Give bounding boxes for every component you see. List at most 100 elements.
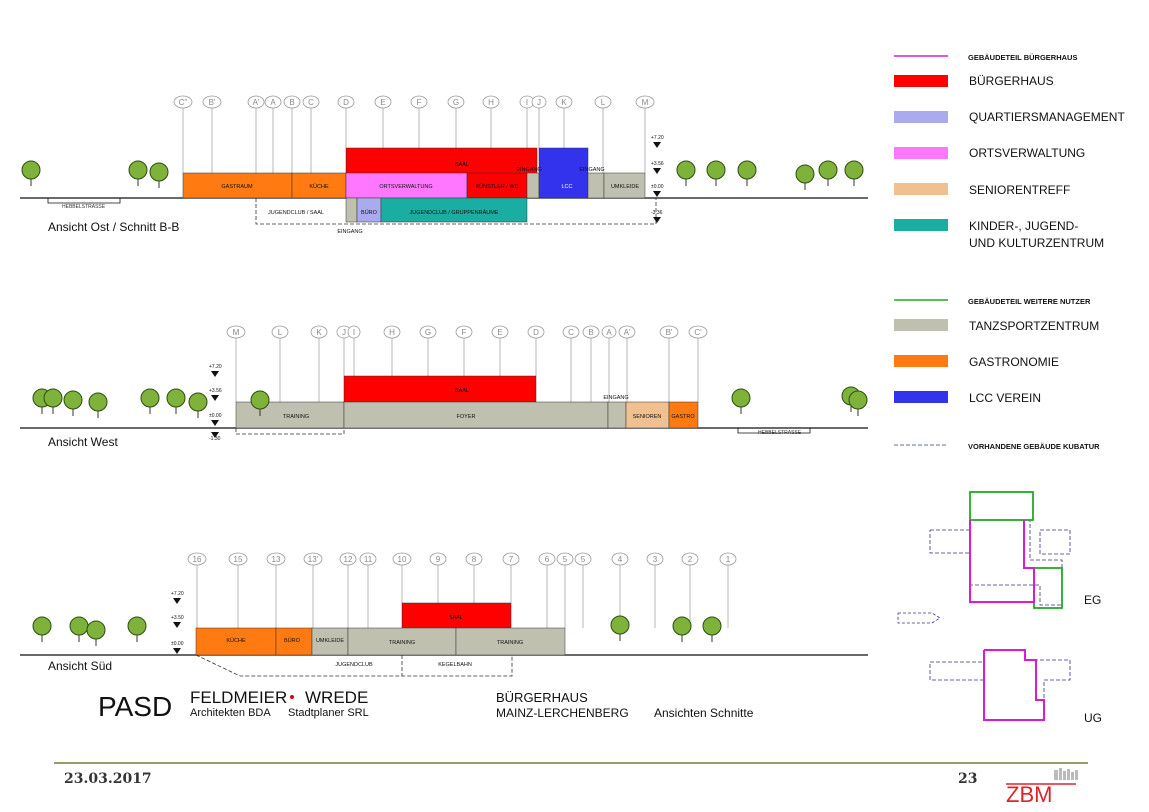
firm-sub-1: Architekten BDA	[190, 707, 271, 719]
plan-ug-magenta	[983, 649, 1045, 721]
block-saal	[345, 147, 538, 175]
legend-header-kubatur: VORHANDENE GEBÄUDE KUBATUR	[968, 442, 1100, 451]
svg-text:F: F	[417, 98, 422, 107]
block-gastro	[668, 401, 699, 429]
label-saal: SAAL	[455, 388, 469, 394]
label-foyer: FOYER	[457, 414, 476, 420]
plan-eg-green-upper	[969, 491, 1034, 521]
svg-text:A': A'	[253, 98, 260, 107]
view-title-west: Ansicht West	[48, 435, 118, 449]
legend-item-gastronomie: GASTRONOMIE	[969, 355, 1059, 369]
label-training-2: TRAINING	[497, 640, 523, 646]
svg-text:4: 4	[618, 555, 623, 564]
block-buero	[275, 627, 313, 656]
svg-text:H: H	[389, 328, 395, 337]
svg-text:+7.20: +7.20	[171, 591, 184, 597]
svg-text:F: F	[462, 328, 467, 337]
svg-text:C': C'	[694, 328, 702, 337]
svg-text:+3.56: +3.56	[651, 161, 664, 167]
svg-text:A': A'	[624, 328, 631, 337]
legend-item-buergerhaus: BÜRGERHAUS	[969, 74, 1054, 88]
plan-eg-magenta	[969, 520, 1035, 603]
project-title-3: Ansichten Schnitte	[654, 706, 754, 720]
page-number: 23	[958, 771, 978, 787]
view-title-sued: Ansicht Süd	[48, 659, 112, 673]
svg-text:3: 3	[653, 555, 658, 564]
block-eingang2	[587, 172, 605, 199]
block-foyer	[343, 401, 609, 429]
svg-text:B': B'	[666, 328, 673, 337]
svg-text:+3.56: +3.56	[209, 388, 222, 394]
block-training-1	[347, 627, 457, 656]
svg-text:A: A	[270, 98, 276, 107]
label-buero: BÜRO	[284, 637, 301, 644]
label-saal: SAAL	[455, 162, 469, 168]
svg-text:-3.36: -3.36	[651, 210, 663, 216]
svg-text:10: 10	[398, 555, 407, 564]
svg-text:L: L	[601, 98, 606, 107]
legend-item-kinder-jugend: KINDER-, JUGEND-	[969, 219, 1078, 233]
svg-text:±0.00: ±0.00	[171, 641, 184, 647]
svg-text:8: 8	[472, 555, 477, 564]
svg-text:C: C	[568, 328, 574, 337]
label-kueche: KÜCHE	[226, 637, 246, 644]
zbm-logo: ZBM	[1006, 768, 1078, 806]
svg-text:J: J	[342, 328, 346, 337]
svg-text:13: 13	[272, 555, 281, 564]
svg-text:I: I	[526, 98, 528, 107]
svg-text:1: 1	[726, 555, 731, 564]
block-eingang	[526, 172, 540, 199]
street-label: HEBBELSTRASSE	[62, 204, 106, 210]
svg-text:L: L	[278, 328, 283, 337]
label-gastro: GASTRO	[671, 414, 695, 420]
legend-item-seniorentreff: SENIORENTREFF	[969, 183, 1070, 197]
label-training-1: TRAINING	[389, 640, 415, 646]
title-block: PASD FELDMEIER WREDE Architekten BDA Sta…	[98, 688, 754, 722]
legend-header-weitere: GEBÄUDETEIL WEITERE NUTZER	[968, 297, 1091, 306]
label-kegelbahn: KEGELBAHN	[438, 662, 472, 668]
svg-text:5: 5	[563, 555, 568, 564]
footer-divider	[54, 762, 1088, 764]
separator-dot	[290, 695, 294, 699]
block-buero	[345, 197, 358, 223]
svg-text:+7.20: +7.20	[209, 364, 222, 370]
svg-text:M: M	[642, 98, 649, 107]
svg-text:ZBM: ZBM	[1006, 782, 1052, 806]
plan-ug-label: UG	[1084, 711, 1102, 725]
svg-text:D: D	[343, 98, 349, 107]
svg-text:+7.20: +7.20	[651, 135, 664, 141]
svg-text:16: 16	[193, 555, 202, 564]
svg-text:J: J	[537, 98, 541, 107]
svg-text:A: A	[606, 328, 612, 337]
svg-text:B: B	[289, 98, 294, 107]
label-gastraum: GASTRAUM	[221, 184, 253, 190]
svg-text:G: G	[453, 98, 459, 107]
view-title-ost: Ansicht Ost / Schnitt B-B	[48, 220, 179, 234]
label-umkleide: UMKLEIDE	[316, 638, 344, 644]
block-ortsverwaltung	[345, 172, 468, 199]
svg-text:M: M	[233, 328, 240, 337]
legend-item-quartiersmanagement: QUARTIERSMANAGEMENT	[969, 110, 1125, 124]
label-saal: SAAL	[449, 615, 463, 621]
svg-text:11: 11	[364, 555, 373, 564]
axis-bubbles	[173, 95, 655, 109]
block-lcc	[538, 147, 589, 199]
firm-name-2: WREDE	[305, 688, 368, 707]
label-eingang-3: EINGANG	[337, 229, 362, 235]
svg-text:6: 6	[545, 555, 550, 564]
label-eingang: EINGANG	[516, 167, 541, 173]
svg-text:-1.30: -1.30	[209, 436, 221, 442]
label-buero: BÜRO	[361, 209, 378, 216]
project-title-1: BÜRGERHAUS	[496, 690, 588, 705]
firm-name-1: FELDMEIER	[190, 688, 287, 707]
label-ortsverwaltung: ORTSVERWALTUNG	[379, 184, 432, 190]
label-training: TRAINING	[283, 414, 309, 420]
level-markers: +7.20 +3.56 ±0.00 -3.36	[651, 135, 664, 223]
label-umkleide: UMKLEIDE	[611, 184, 639, 190]
svg-text:D: D	[533, 328, 539, 337]
svg-text:B': B'	[209, 98, 216, 107]
